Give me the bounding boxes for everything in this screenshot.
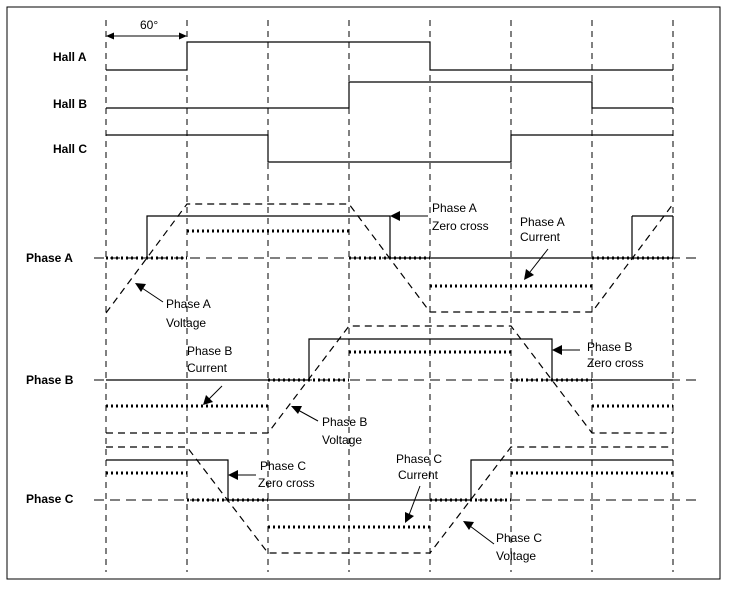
hall-c-signal (106, 134, 673, 163)
phase-a-current-line1: Phase A (520, 215, 565, 229)
phase-c-current-annotation: Phase C Current (396, 452, 442, 523)
sector-angle-dimension: 60° (106, 18, 187, 40)
phase-b-zero-cross-annotation: Phase B Zero cross (552, 340, 644, 370)
phase-b-label: Phase B (26, 373, 74, 387)
diagram-frame (6, 6, 721, 580)
phase-c-zero-cross-line2: Zero cross (258, 476, 315, 490)
hall-a-label: Hall A (53, 50, 87, 64)
angle-label: 60° (140, 18, 158, 32)
phase-c-current-line1: Phase C (396, 452, 442, 466)
phase-c-voltage-annotation: Phase C Voltage (463, 521, 542, 563)
phase-a-current-trace (106, 229, 673, 288)
hall-b-signal (106, 81, 673, 109)
phase-b-zero-cross-line1: Phase B (587, 340, 632, 354)
phase-c-voltage-line1: Phase C (496, 531, 542, 545)
hall-a-signal (106, 41, 673, 71)
phase-a-zero-cross-line2: Zero cross (432, 219, 489, 233)
phase-c-zero-cross-trace (106, 459, 673, 501)
phase-b-current-line1: Phase B (187, 344, 232, 358)
phase-b-voltage-line1: Phase B (322, 415, 367, 429)
phase-a-voltage-annotation: Phase A Voltage (135, 283, 211, 330)
phase-c-current-line2: Current (398, 468, 439, 482)
phase-a-zero-cross-line1: Phase A (432, 201, 477, 215)
phase-a-voltage-line2: Voltage (166, 316, 206, 330)
phase-b-zero-cross-line2: Zero cross (587, 356, 644, 370)
phase-c-voltage-line2: Voltage (496, 549, 536, 563)
phase-b-voltage-annotation: Phase B Voltage (291, 406, 367, 447)
hall-b-label: Hall B (53, 97, 87, 111)
phase-c-zero-cross-line1: Phase C (260, 459, 306, 473)
hall-c-label: Hall C (53, 142, 87, 156)
phase-a-zero-cross-trace (146, 215, 674, 259)
phase-c-zero-cross-annotation: Phase C Zero cross (228, 459, 315, 490)
phase-b-current-trace (106, 350, 673, 408)
phase-c-current-trace (106, 471, 673, 529)
phase-a-current-line2: Current (520, 230, 561, 244)
phase-a-zero-cross-annotation: Phase A Zero cross (390, 201, 489, 233)
phase-a-voltage-line1: Phase A (166, 297, 211, 311)
phase-a-current-annotation: Phase A Current (520, 215, 565, 280)
sector-gridlines (105, 20, 674, 572)
phase-b-voltage-trace (106, 325, 673, 434)
phase-b-voltage-line2: Voltage (322, 433, 362, 447)
phase-b-current-annotation: Phase B Current (187, 344, 232, 405)
phase-a-label: Phase A (26, 251, 73, 265)
phase-c-label: Phase C (26, 492, 74, 506)
phase-b-current-line2: Current (187, 361, 228, 375)
